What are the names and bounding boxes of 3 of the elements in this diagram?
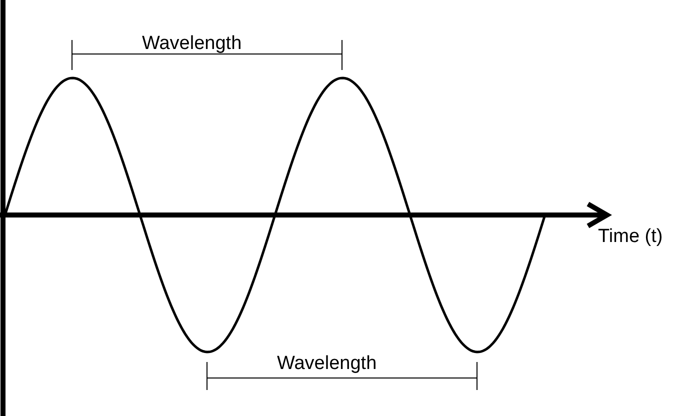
dimension-label: Wavelength	[277, 353, 377, 375]
axis-label: Time (t)	[598, 226, 663, 248]
dimension-label: Wavelength	[142, 33, 242, 55]
